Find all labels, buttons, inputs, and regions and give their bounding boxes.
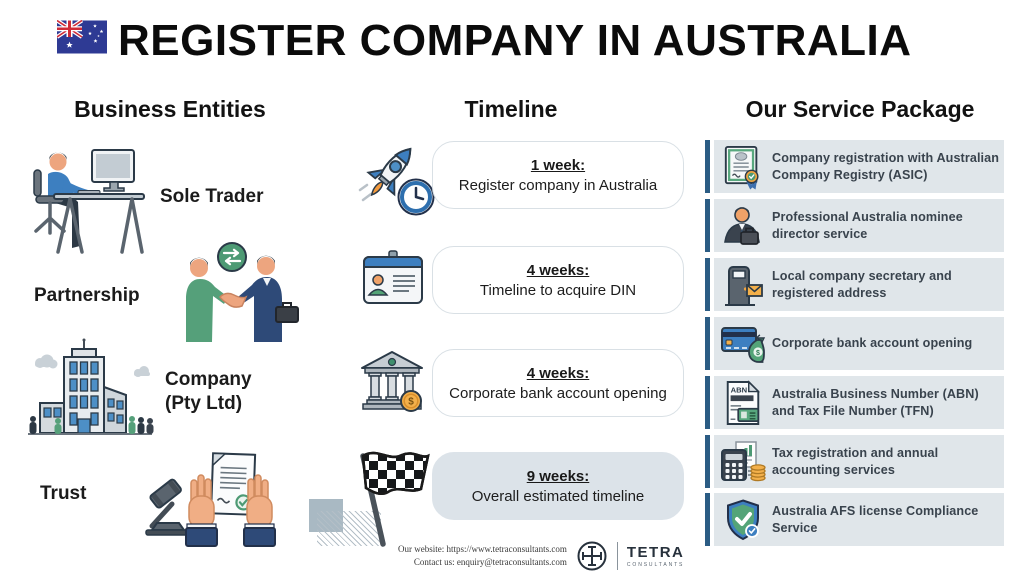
timeline-step-3-description: Corporate bank account opening: [449, 384, 667, 402]
bank-building-icon: $: [361, 351, 423, 412]
calculator-coins-icon: [721, 440, 766, 481]
service-label: Local company secretary and registered a…: [772, 269, 952, 300]
service-item-abn-tfn: ABN Australia Business Number (ABN) and …: [705, 376, 1004, 429]
service-item-afs-compliance: Australia AFS license Compliance Service: [705, 493, 1004, 546]
decor-hatch-lines: [317, 511, 381, 546]
service-accent-bar: [705, 493, 710, 546]
australian-flag-icon: [57, 20, 107, 54]
timeline-step-3-duration: 4 weeks:: [526, 364, 590, 382]
rocket-clock-icon: [358, 147, 435, 216]
timeline-heading: Timeline: [464, 96, 558, 122]
sole-trader-illustration: [33, 149, 145, 254]
svg-text:ABN: ABN: [731, 385, 748, 394]
nominee-director-icon: [724, 206, 760, 245]
service-label: Tax registration and annual accounting s…: [772, 446, 939, 477]
service-item-bank-account: $ Corporate bank account opening: [705, 317, 1004, 370]
timeline-step-1-duration: 1 week:: [530, 156, 586, 174]
service-accent-bar: [705, 435, 710, 488]
timeline-step-4: 9 weeks: Overall estimated timeline: [432, 452, 684, 520]
timeline-step-1-description: Register company in Australia: [458, 176, 658, 194]
timeline-step-3: 4 weeks: Corporate bank account opening: [432, 349, 684, 417]
entity-label-trust: Trust: [40, 483, 87, 504]
footer-logo-text: TETRA CONSULTANTS: [627, 545, 685, 568]
service-item-tax-accounting: Tax registration and annual accounting s…: [705, 435, 1004, 488]
page-title: REGISTER COMPANY IN AUSTRALIA: [118, 16, 912, 65]
service-accent-bar: [705, 258, 710, 311]
logo-name: TETRA: [626, 543, 685, 561]
service-label: Australia Business Number (ABN) and Tax …: [772, 387, 979, 418]
service-item-nominee-director: Professional Australia nominee director …: [705, 199, 1004, 252]
footer: Our website: https://www.tetraconsultant…: [398, 540, 684, 572]
door-mail-icon: [725, 265, 763, 306]
abn-document-icon: ABN: [726, 379, 761, 425]
svg-text:$: $: [408, 397, 414, 408]
service-accent-bar: [705, 199, 710, 252]
timeline-step-2-description: Timeline to acquire DIN: [479, 281, 637, 299]
service-accent-bar: [705, 317, 710, 370]
shield-check-icon: [727, 498, 759, 540]
service-label: Australia AFS license Compliance Service: [772, 504, 979, 535]
logo-subtitle: CONSULTANTS: [626, 561, 685, 568]
company-building-illustration: [28, 338, 154, 435]
footer-contact-lines: Our website: https://www.tetraconsultant…: [398, 543, 567, 569]
timeline-step-2-duration: 4 weeks:: [526, 261, 590, 279]
timeline-step-1: 1 week: Register company in Australia: [432, 141, 684, 209]
credit-card-money-bag-icon: $: [721, 326, 766, 363]
timeline-step-2: 4 weeks: Timeline to acquire DIN: [432, 246, 684, 314]
service-label: Company registration with Australian Com…: [772, 151, 1000, 182]
business-entities-heading: Business Entities: [74, 96, 266, 122]
entity-label-partnership: Partnership: [34, 285, 140, 306]
svg-text:$: $: [756, 350, 760, 357]
certificate-icon: [724, 145, 759, 189]
service-label: Corporate bank account opening: [772, 336, 973, 351]
service-accent-bar: [705, 376, 710, 429]
service-package-heading: Our Service Package: [745, 96, 975, 122]
service-item-asic-registration: Company registration with Australian Com…: [705, 140, 1004, 193]
service-accent-bar: [705, 140, 710, 193]
service-label: Professional Australia nominee director …: [772, 210, 963, 241]
entity-label-company: Company (Pty Ltd): [165, 369, 252, 414]
partnership-handshake-illustration: [186, 242, 299, 342]
timeline-step-4-description: Overall estimated timeline: [471, 487, 645, 505]
service-item-registered-address: Local company secretary and registered a…: [705, 258, 1004, 311]
footer-website: Our website: https://www.tetraconsultant…: [398, 543, 567, 554]
tetra-logo-icon: [577, 541, 607, 571]
checkered-flag-icon: [360, 451, 430, 547]
id-card-icon: [363, 250, 423, 304]
trust-document-gavel-illustration: [145, 452, 276, 547]
entity-label-sole-trader: Sole Trader: [160, 186, 264, 207]
timeline-step-4-duration: 9 weeks:: [526, 467, 590, 485]
footer-logo-divider: [616, 542, 618, 570]
footer-contact: Contact us: enquiry@tetraconsultants.com: [413, 557, 567, 567]
